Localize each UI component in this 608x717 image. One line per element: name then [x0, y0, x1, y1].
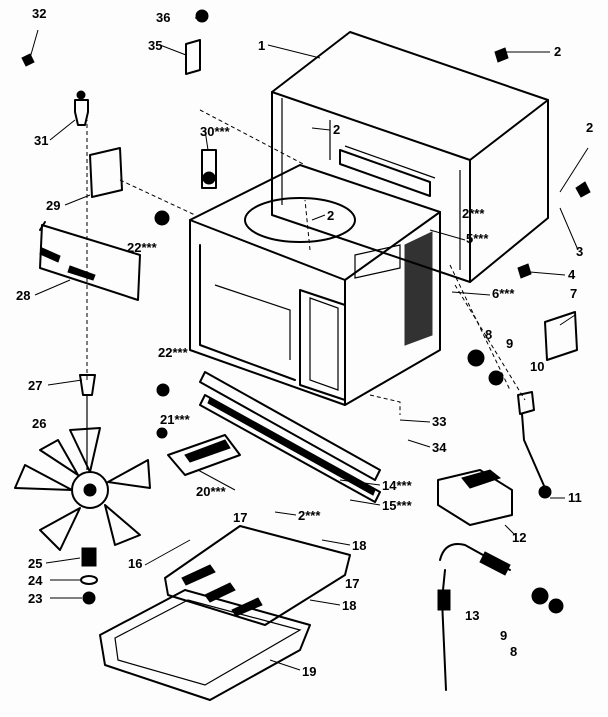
- callout-27: 27: [28, 378, 42, 393]
- callout-4: 4: [568, 267, 576, 282]
- fan-blade: [14, 427, 151, 551]
- callout-33: 33: [432, 414, 446, 429]
- heating-element: [156, 371, 381, 503]
- screw-2-right: [494, 47, 591, 279]
- callout-36: 36: [156, 10, 170, 25]
- callout-25: 25: [28, 556, 42, 571]
- callout-12: 12: [512, 530, 526, 545]
- outer-cabinet: [271, 31, 549, 283]
- callout-2: 2: [554, 44, 561, 59]
- callout-6: 6***: [492, 286, 515, 301]
- callout-9: 9: [500, 628, 507, 643]
- callout-16: 16: [128, 556, 142, 571]
- thermostat-10: [517, 391, 552, 499]
- callout-28: 28: [16, 288, 30, 303]
- callout-30: 30***: [200, 124, 231, 139]
- callout-21: 21***: [160, 412, 191, 427]
- fuse-holder-30: [201, 149, 217, 189]
- light-bulb: [74, 90, 89, 126]
- broil-pan: [99, 589, 311, 701]
- callout-18: 18: [342, 598, 356, 613]
- leader-lines: [29, 17, 589, 671]
- callout-labels: 1 2 2 2 2 3 4 5*** 6*** 7 8 9 10 11 12 1…: [16, 6, 593, 679]
- callout-9: 9: [506, 336, 513, 351]
- callout-31: 31: [34, 133, 48, 148]
- callout-2: 2***: [298, 508, 321, 523]
- motor-shaft-27: [79, 374, 96, 470]
- callout-1: 1: [258, 38, 265, 53]
- callout-14: 14***: [382, 478, 413, 493]
- callout-22: 22***: [158, 345, 189, 360]
- screw-32: [21, 53, 35, 67]
- side-panel: [39, 147, 141, 301]
- callout-19: 19: [302, 664, 316, 679]
- callout-35: 35: [148, 38, 162, 53]
- callout-17: 17: [233, 510, 247, 525]
- switch-22: [154, 210, 170, 226]
- label-plate-7: [544, 311, 578, 361]
- bracket-36: [185, 9, 209, 75]
- temperature-probe-13: [437, 543, 511, 691]
- callout-3: 3: [576, 244, 583, 259]
- callout-29: 29: [46, 198, 60, 213]
- connection-lines: [86, 109, 526, 415]
- callout-13: 13: [465, 608, 479, 623]
- nut-8-9: [467, 349, 564, 614]
- callout-7: 7: [570, 286, 577, 301]
- callout-2: 2: [586, 120, 593, 135]
- callout-22: 22***: [127, 240, 158, 255]
- callout-34: 34: [432, 440, 447, 455]
- oven-cavity: [189, 164, 441, 406]
- cabinet-vent: [339, 145, 436, 197]
- callout-2: 2***: [462, 206, 485, 221]
- callout-10: 10: [530, 359, 544, 374]
- callout-24: 24: [28, 573, 43, 588]
- callout-2: 2: [327, 208, 334, 223]
- hub-parts: [80, 547, 98, 605]
- callout-26: 26: [32, 416, 46, 431]
- callout-8: 8: [485, 327, 492, 342]
- callout-11: 11: [568, 490, 582, 505]
- callout-17: 17: [345, 576, 359, 591]
- callout-8: 8: [510, 644, 517, 659]
- callout-15: 15***: [382, 498, 413, 513]
- callout-32: 32: [32, 6, 46, 21]
- callout-20: 20***: [196, 484, 227, 499]
- callout-23: 23: [28, 591, 42, 606]
- bracket-12: [437, 469, 513, 526]
- callout-18: 18: [352, 538, 366, 553]
- callout-5: 5***: [466, 231, 489, 246]
- callout-2: 2: [333, 122, 340, 137]
